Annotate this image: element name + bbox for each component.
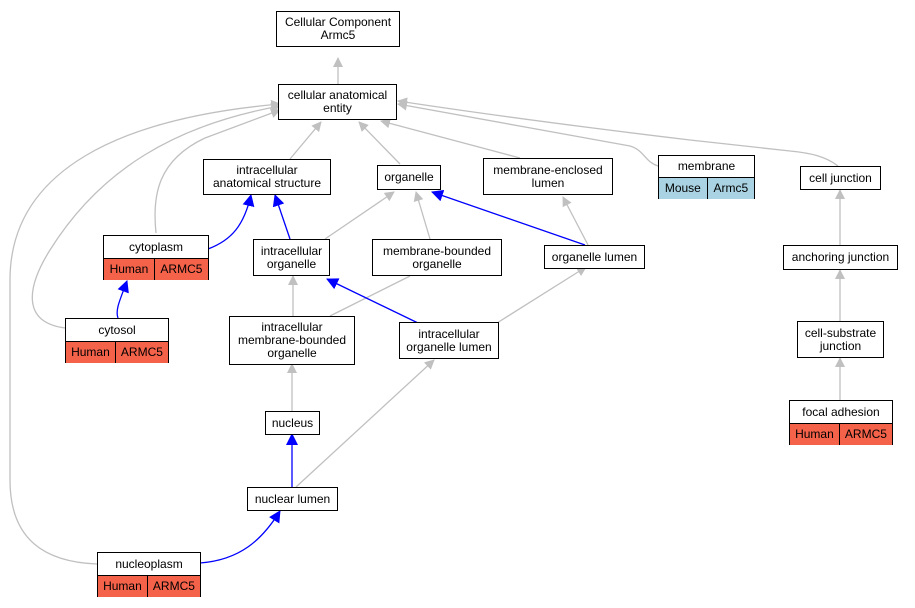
node-title: cytoplasm: [104, 236, 208, 258]
annotation-row: Human ARMC5: [790, 423, 893, 445]
node-membrane-enclosed-lumen[interactable]: membrane-enclosed lumen: [483, 158, 613, 195]
node-label-line-1: intracellular: [261, 320, 323, 334]
node-cellular-component-armc5[interactable]: Cellular Component Armc5: [276, 11, 400, 47]
node-label-line-3: organelle: [267, 346, 317, 360]
edge-ol-to-mel: [562, 196, 589, 246]
node-label-line-1: cytoplasm: [128, 239, 184, 254]
edge-cytoplasm-to-cae: [154, 108, 281, 234]
edge-membrane-to-cae: [397, 100, 659, 167]
node-organelle-lumen[interactable]: organelle lumen: [544, 245, 645, 269]
edge-cytosol-to-cytoplasm: [116, 280, 129, 319]
node-label-line-1: focal adhesion: [802, 404, 880, 419]
node-anchoring-junction[interactable]: anchoring junction: [783, 245, 898, 270]
node-label-line-1: cellular anatomical: [287, 88, 388, 102]
annotation-row: Human ARMC5: [98, 575, 201, 597]
node-membrane[interactable]: membrane Mouse Armc5: [658, 155, 755, 199]
node-cytoplasm[interactable]: cytoplasm Human ARMC5: [103, 235, 209, 280]
edge-nucleoplasm-to-cae: [9, 99, 281, 565]
gene-cell: ARMC5: [838, 424, 893, 445]
node-label-line-1: organelle lumen: [551, 249, 638, 264]
node-intracellular-membrane-bounded-organelle[interactable]: intracellular membrane-bounded organelle: [229, 316, 355, 365]
node-title: membrane: [659, 156, 754, 177]
edge-cj-to-cae: [397, 97, 839, 167]
node-intracellular-organelle[interactable]: intracellular organelle: [253, 239, 330, 276]
node-label-line-1: nucleus: [271, 415, 314, 430]
node-label-line-1: Cellular Component: [284, 15, 392, 29]
node-label-line-2: membrane-bounded: [237, 333, 347, 347]
node-label-line-2: junction: [819, 338, 862, 353]
node-cellular-anatomical-entity[interactable]: cellular anatomical entity: [278, 84, 397, 120]
node-intracellular-organelle-lumen[interactable]: intracellular organelle lumen: [399, 322, 499, 359]
node-label-line-1: organelle: [384, 170, 434, 184]
edge-cytosol-to-cae: [31, 102, 281, 329]
gene-cell: Armc5: [706, 178, 755, 199]
node-label-line-2: anatomical structure: [212, 176, 322, 190]
node-cytosol[interactable]: cytosol Human ARMC5: [65, 318, 169, 363]
node-label-line-1: intracellular: [236, 163, 298, 177]
edge-nucleoplasm-to-nl: [199, 510, 281, 564]
node-label-line-2: lumen: [531, 175, 565, 190]
edge-mel-to-cae: [380, 118, 521, 159]
node-organelle[interactable]: organelle: [377, 165, 441, 190]
edge-ias-to-cae: [289, 121, 322, 160]
edge-io-to-ias: [272, 194, 291, 240]
gene-cell: ARMC5: [153, 259, 209, 280]
node-cell-substrate-junction[interactable]: cell-substrate junction: [797, 321, 884, 358]
edge-organelle-to-cae: [358, 121, 401, 165]
edge-ol-to-organelle: [431, 189, 586, 246]
species-cell: Human: [104, 259, 154, 280]
node-intracellular-anatomical-structure[interactable]: intracellular anatomical structure: [203, 159, 331, 195]
annotation-row: Mouse Armc5: [659, 177, 755, 199]
edge-cytoplasm-to-ias: [207, 194, 255, 250]
gene-cell: ARMC5: [146, 576, 201, 597]
edge-io-to-organelle: [324, 191, 395, 240]
node-label-line-1: cell-substrate: [804, 325, 877, 340]
species-cell: Mouse: [659, 178, 707, 199]
node-label-line-1: intracellular: [418, 326, 480, 341]
node-label-line-1: cytosol: [98, 322, 136, 337]
species-cell: Human: [790, 424, 839, 445]
gene-cell: ARMC5: [114, 342, 169, 363]
node-nucleoplasm[interactable]: nucleoplasm Human ARMC5: [97, 552, 201, 597]
node-cell-junction[interactable]: cell junction: [800, 166, 881, 190]
node-label-line-1: membrane: [677, 159, 736, 173]
annotation-row: Human ARMC5: [66, 341, 169, 363]
node-label-line-1: nuclear lumen: [254, 491, 331, 506]
node-label-line-1: membrane-enclosed: [493, 162, 603, 177]
node-nucleus[interactable]: nucleus: [265, 411, 320, 435]
node-label-line-2: organelle: [266, 256, 317, 271]
edge-mbo-to-organelle: [413, 191, 431, 240]
node-membrane-bounded-organelle[interactable]: membrane-bounded organelle: [372, 239, 502, 276]
node-label-line-2: Armc5: [320, 28, 356, 42]
node-nuclear-lumen[interactable]: nuclear lumen: [247, 487, 338, 511]
node-title: focal adhesion: [790, 401, 892, 423]
node-label-line-1: nucleoplasm: [115, 556, 183, 571]
species-cell: Human: [98, 576, 147, 597]
node-label-line-2: organelle lumen: [406, 339, 492, 354]
node-label-line-2: organelle: [412, 256, 462, 271]
species-cell: Human: [66, 342, 115, 363]
node-title: nucleoplasm: [98, 553, 200, 575]
annotation-row: Human ARMC5: [104, 258, 209, 280]
node-title: cytosol: [66, 319, 168, 341]
edge-imbo-to-mbo: [329, 275, 411, 317]
edge-iol-to-ol: [496, 266, 587, 324]
edge-iol-to-io: [326, 278, 419, 324]
node-label-line-2: entity: [323, 101, 352, 115]
node-label-line-1: anchoring junction: [791, 250, 890, 264]
edge-nl-to-iol: [295, 359, 435, 488]
node-label-line-1: intracellular: [260, 243, 323, 258]
node-focal-adhesion[interactable]: focal adhesion Human ARMC5: [789, 400, 893, 445]
node-label-line-1: membrane-bounded: [382, 243, 492, 258]
node-label-line-1: cell junction: [809, 170, 872, 185]
